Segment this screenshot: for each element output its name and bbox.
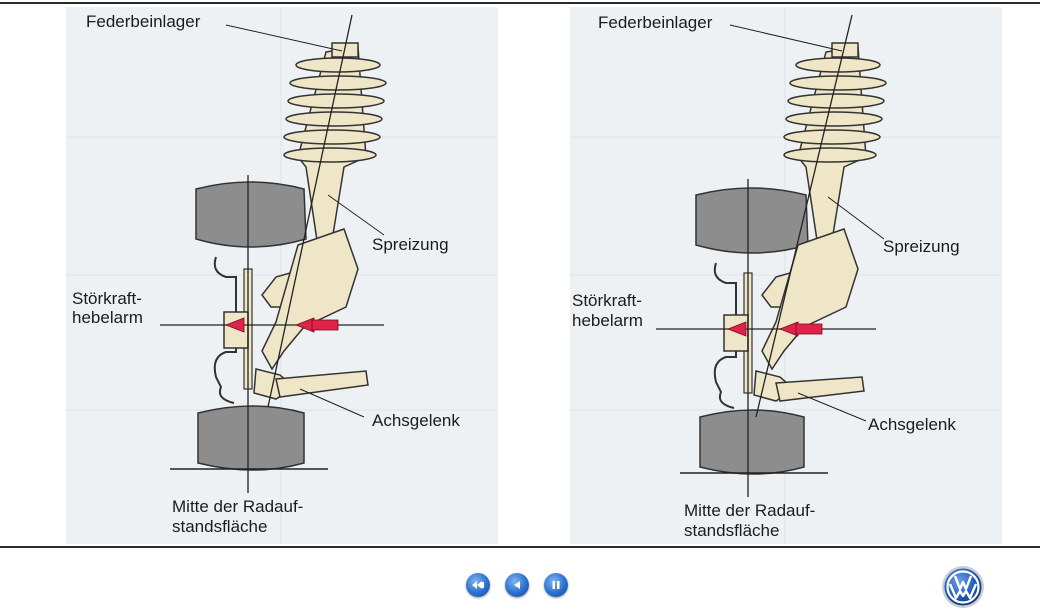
label-lever-line2: hebelarm [72, 308, 143, 327]
label-ball-joint: Achsgelenk [868, 415, 956, 434]
playback-controls [466, 573, 568, 597]
rewind-icon [472, 581, 484, 589]
vw-logo-icon [942, 566, 984, 608]
label-contact-line1: Mitte der Radauf- [172, 497, 304, 516]
lower-tire [197, 405, 305, 471]
coil-spring [283, 57, 387, 163]
force-arrows [224, 317, 339, 333]
label-contact-line2: standsfläche [172, 517, 268, 536]
bottom-rule [0, 546, 1040, 548]
label-strut-bearing: Federbeinlager [598, 13, 713, 32]
back-icon [514, 581, 520, 589]
label-lever-line1: Störkraft- [72, 289, 142, 308]
label-contact-line1: Mitte der Radauf- [684, 501, 816, 520]
upper-tire [695, 187, 809, 254]
pause-button[interactable] [544, 573, 568, 597]
suspension-diagram-left [66, 7, 498, 544]
label-ball-joint: Achsgelenk [372, 411, 460, 430]
rewind-button[interactable] [466, 573, 490, 597]
coil-spring [783, 57, 887, 163]
upper-tire [195, 181, 307, 248]
pause-icon [552, 581, 560, 589]
label-strut-bearing: Federbeinlager [86, 12, 201, 31]
diagram-panel-left: Federbeinlager Spreizung Störkraft- hebe… [66, 7, 498, 544]
suspension-diagram-right [570, 7, 1002, 544]
lower-tire [699, 409, 805, 475]
label-lever-line1: Störkraft- [572, 291, 642, 310]
label-contact-line2: standsfläche [684, 521, 780, 540]
label-inclination: Spreizung [883, 237, 960, 256]
label-inclination: Spreizung [372, 235, 449, 254]
diagram-panel-right: Federbeinlager Spreizung Störkraft- hebe… [570, 7, 1002, 544]
back-button[interactable] [505, 573, 529, 597]
force-arrows [726, 321, 823, 337]
label-lever-line2: hebelarm [572, 311, 643, 330]
top-rule [0, 2, 1040, 4]
